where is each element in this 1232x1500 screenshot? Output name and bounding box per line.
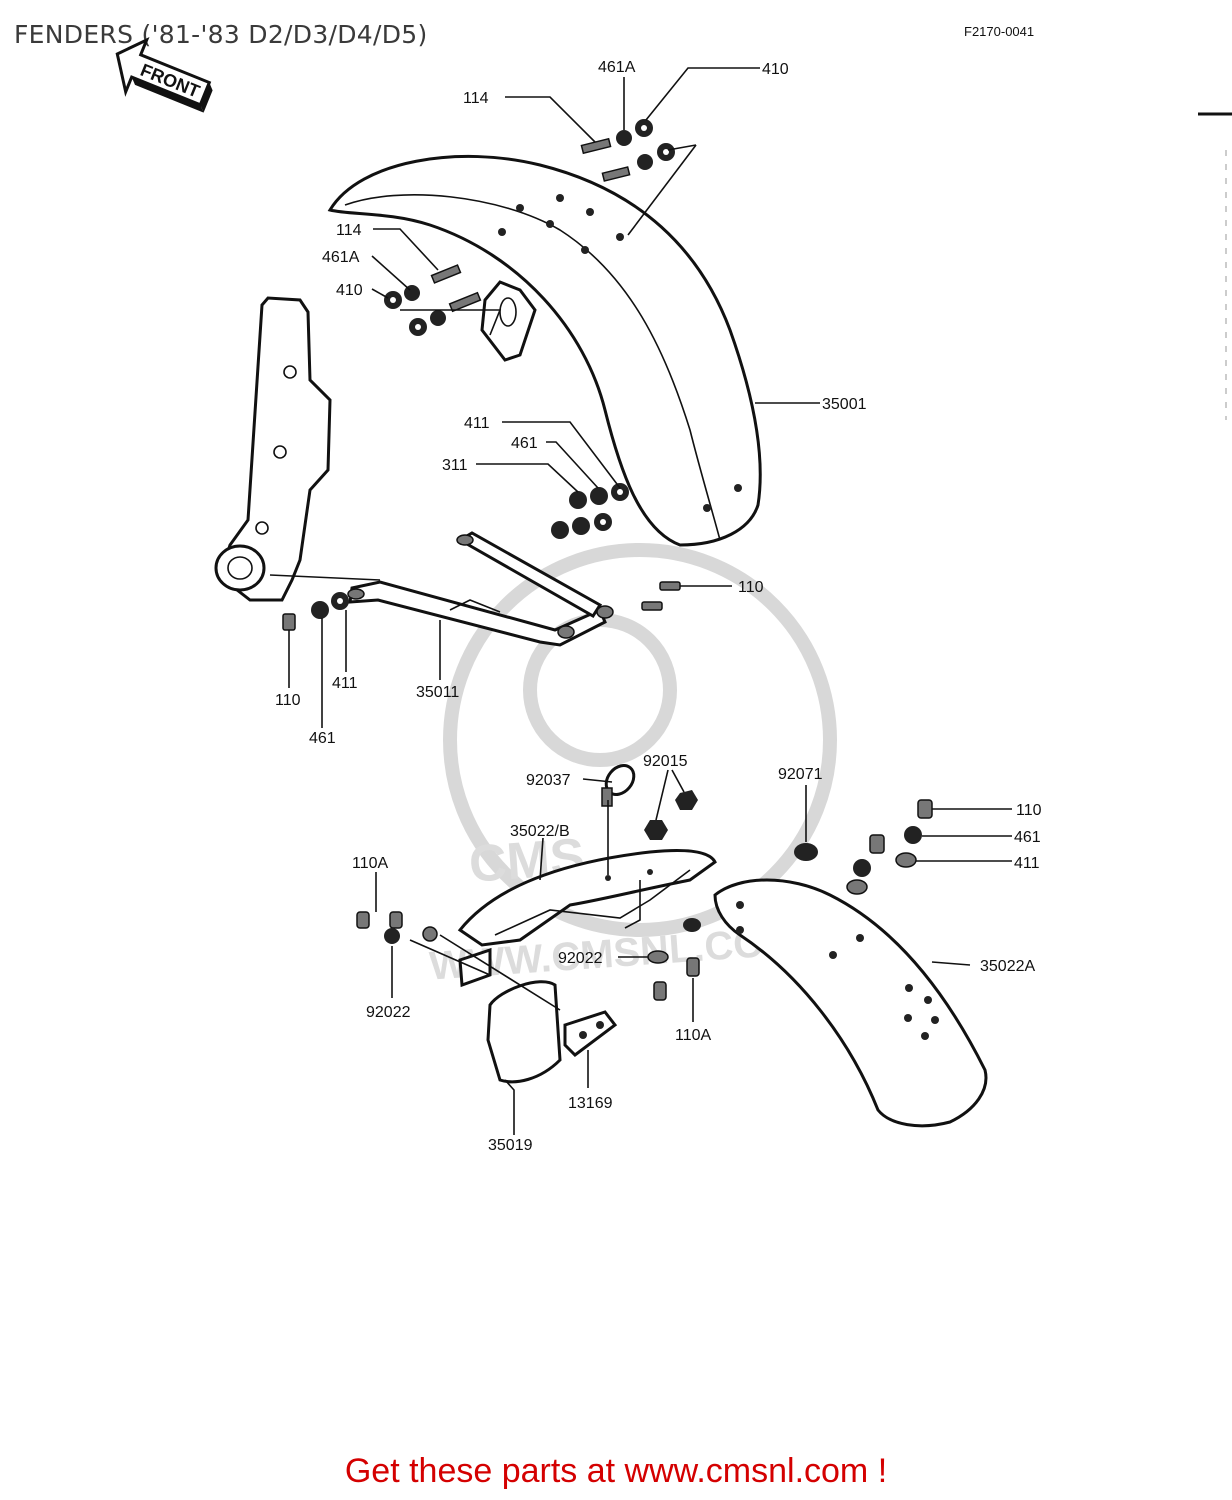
label-35019: 35019 [488,1137,533,1154]
label-35011: 35011 [416,684,459,701]
label-110a-left: 110A [352,855,389,872]
front-fork-leg [214,296,381,602]
top-mount-hardware [580,119,675,182]
label-110-rear: 110 [1016,802,1042,819]
leader-lines [288,67,1012,1135]
label-461-mid: 461 [511,435,538,452]
label-35001: 35001 [822,396,867,413]
label-92022-left: 92022 [366,1004,411,1021]
label-92037: 92037 [526,772,571,789]
front-fender-35001 [327,155,762,547]
label-92071: 92071 [778,766,823,783]
label-92022-mid: 92022 [558,950,603,967]
label-311: 311 [442,457,468,474]
stay-hardware [282,581,681,631]
label-461a-side: 461A [322,249,360,266]
label-35022a: 35022A [980,958,1035,975]
label-114-top: 114 [463,90,489,107]
label-92015: 92015 [643,753,688,770]
label-35022b: 35022/B [510,823,570,840]
footer-suffix: ! [868,1452,888,1490]
label-411-left: 411 [332,675,358,692]
front-direction-arrow: FRONT [115,36,213,113]
label-410-side: 410 [336,282,363,299]
label-461-left: 461 [309,730,336,747]
page-edge-marks [1198,112,1232,420]
reflector-13169 [563,1010,618,1057]
rear-inner-fender-35022b [457,848,717,988]
label-13169: 13169 [568,1095,613,1112]
label-110-left: 110 [275,692,301,709]
label-411-rear: 411 [1014,855,1040,872]
rear-fender-35022a [683,878,988,1128]
page-title: FENDERS ('81-'83 D2/D3/D4/D5) [14,20,428,49]
rear-upper-hardware [601,764,818,861]
label-110-right: 110 [738,579,764,596]
diagram-reference: F2170-0041 [964,24,1035,39]
fender-stay-35011 [347,531,614,647]
footer-prefix: Get these parts at [344,1452,625,1490]
label-114-side: 114 [336,222,362,239]
footer-promo: Get these parts at www.cmsnl.com ! [0,1452,1232,1491]
side-mount-hardware [384,264,482,336]
rear-fender-hardware [356,799,933,1001]
label-461-rear: 461 [1014,829,1041,846]
label-110a-bottom: 110A [675,1027,712,1044]
label-411-mid: 411 [464,415,490,432]
part-number-labels: 114 461A 410 114 461A 410 35001 411 461 … [275,59,1042,1154]
mid-mount-hardware [551,483,629,539]
mud-flap-35019 [486,980,562,1084]
label-410-top: 410 [762,61,789,78]
label-461a-top: 461A [598,59,636,76]
footer-link[interactable]: www.cmsnl.com [624,1452,869,1490]
